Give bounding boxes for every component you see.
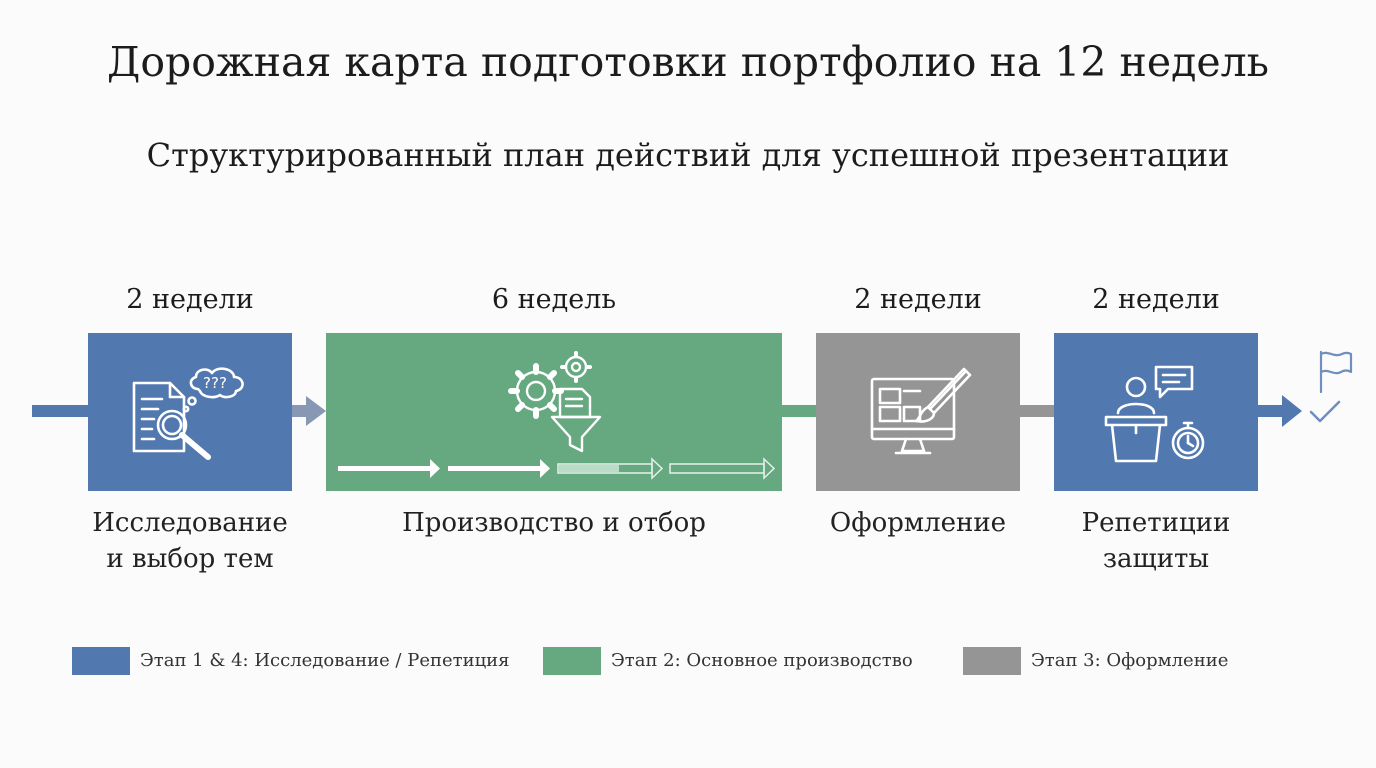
stage-1-label-line2: и выбор тем (106, 544, 274, 574)
stage-4-label-line2: защиты (1102, 544, 1210, 574)
timeline-connector-3 (1020, 405, 1054, 417)
stage-1-duration: 2 недели (126, 284, 254, 315)
svg-text:???: ??? (203, 374, 227, 392)
stage-2-label-line1: Производство и отбор (402, 508, 706, 538)
page-subtitle: Структурированный план действий для успе… (146, 136, 1230, 174)
stage-2-box (326, 333, 782, 491)
progress-arrow-2 (448, 466, 544, 471)
legend-label: Этап 1 & 4: Исследование / Репетиция (140, 650, 510, 671)
legend-label: Этап 3: Оформление (1031, 650, 1229, 671)
stage-2-label: Производство и отбор (326, 505, 782, 541)
stage-3-label: Оформление (790, 505, 1046, 541)
document-search-icon: ??? (132, 367, 244, 460)
legend-item-stage-3: Этап 3: Оформление (963, 647, 1243, 675)
legend-item-stage-2: Этап 2: Основное производство (543, 647, 923, 675)
legend-item-stage-1-4: Этап 1 & 4: Исследование / Репетиция (72, 647, 512, 675)
legend-swatch-gray (963, 647, 1021, 675)
stage-1-label-line1: Исследование (92, 508, 288, 538)
stage-3-box (816, 333, 1020, 491)
stage-1-label: Исследование и выбор тем (60, 505, 320, 577)
progress-arrow-1 (338, 466, 434, 471)
timeline-exit-head (1282, 395, 1302, 427)
legend-label: Этап 2: Основное производство (611, 650, 913, 671)
stage-1-box: ??? (88, 333, 292, 491)
timeline-connector-2 (782, 405, 816, 417)
stage-3-duration: 2 недели (854, 284, 982, 315)
stage-4-duration: 2 недели (1092, 284, 1220, 315)
stage-4-label-line1: Репетиции (1081, 508, 1231, 538)
checkmark-icon (1309, 400, 1341, 423)
stage-3-label-line1: Оформление (829, 508, 1007, 538)
stage-4-box (1054, 333, 1258, 491)
finish-flag-icon (1319, 350, 1353, 394)
speaker-podium-icon (1104, 365, 1205, 463)
stage-2-duration: 6 недель (491, 284, 617, 315)
page-title: Дорожная карта подготовки портфолио на 1… (107, 38, 1269, 86)
legend-swatch-green (543, 647, 601, 675)
monitor-design-icon (870, 367, 972, 455)
progress-arrow-4 (669, 463, 765, 474)
legend-swatch-blue (72, 647, 130, 675)
timeline-entry-line (32, 405, 88, 417)
timeline-connector-1-head (306, 396, 326, 426)
gears-funnel-icon (338, 351, 776, 480)
timeline-exit-line (1258, 405, 1286, 417)
stage-4-label: Репетиции защиты (1028, 505, 1284, 577)
